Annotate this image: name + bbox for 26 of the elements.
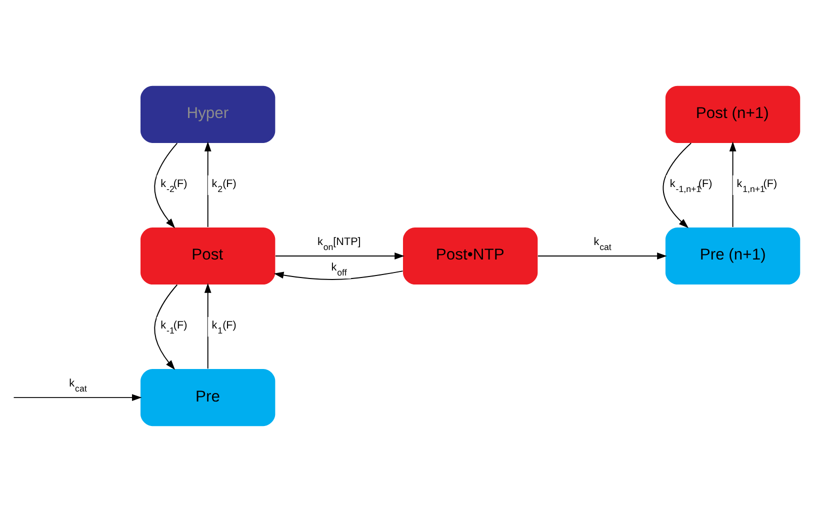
arrow: [274, 270, 404, 280]
edge-label: k$_{-1}$(F): [160, 320, 188, 336]
node-box: Post: [140, 228, 276, 284]
edge-label: k$_{on}$[NTP]: [317, 236, 361, 252]
edge-label: k$_{1}$(F): [212, 320, 236, 336]
node-box: Post•NTP: [403, 228, 538, 284]
edge-label: k$_{cat}$: [594, 236, 612, 252]
edge-label: k$_{-2}$(F): [160, 178, 188, 194]
edge-label: k$_{off}$: [331, 262, 347, 278]
node-box: Pre: [140, 369, 276, 426]
arrow: [537, 252, 667, 260]
edge-label: k$_{-1,n+1}$(F): [670, 178, 712, 194]
arrow: [729, 142, 736, 228]
arrow: [274, 252, 404, 260]
node-box: Pre (n+1): [665, 228, 800, 284]
edge-label: k$_{2}$(F): [212, 178, 236, 194]
arrow: [154, 142, 178, 228]
edge-label: k$_{1,n+1}$(F): [736, 178, 778, 194]
edge-label: k$_{cat}$: [69, 378, 87, 394]
node-box: Post (n+1): [665, 86, 800, 143]
arrow: [204, 142, 212, 228]
node-box: Hyper: [140, 86, 276, 143]
arrow: [204, 283, 212, 370]
arrow: [13, 394, 142, 401]
arrow: [154, 284, 178, 370]
arrow: [662, 142, 692, 228]
